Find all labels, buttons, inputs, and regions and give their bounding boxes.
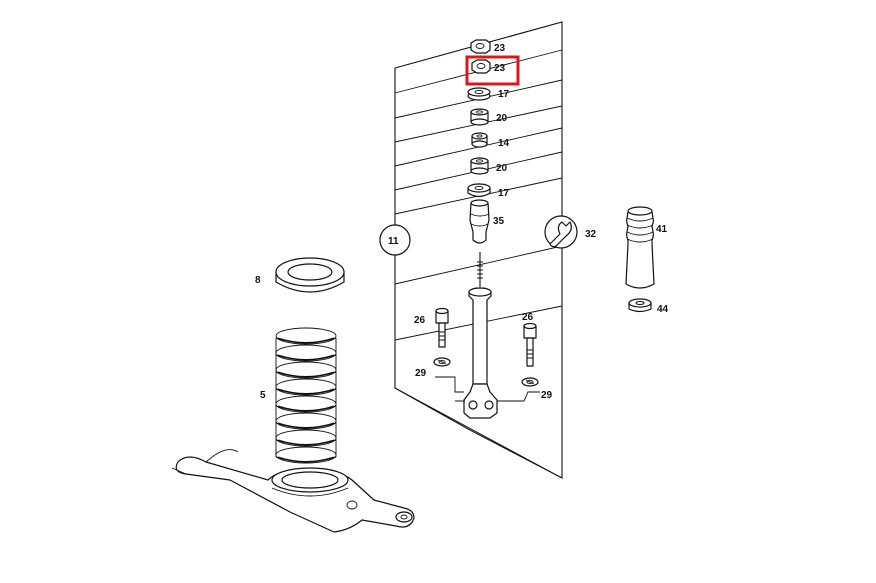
ref-circle[interactable]: 11 xyxy=(379,224,411,256)
callout-label: 14 xyxy=(498,138,510,149)
callout-label: 5 xyxy=(260,390,266,401)
control-arm xyxy=(171,449,415,533)
shock-absorber[interactable] xyxy=(455,252,507,419)
spacer[interactable]: 14 xyxy=(471,132,510,149)
rubber-upper[interactable]: 17 xyxy=(467,87,510,101)
callout-label: 29 xyxy=(541,390,553,401)
wrench-icon xyxy=(549,221,572,248)
callout-label: 32 xyxy=(585,229,597,240)
washer-left[interactable]: 29 xyxy=(415,357,464,393)
callout-label: 17 xyxy=(498,188,510,199)
coil-spring[interactable]: 5 xyxy=(260,327,337,464)
nut-highlighted[interactable]: 23 xyxy=(471,59,506,74)
bushing-lower[interactable]: 20 xyxy=(470,157,508,175)
boot-cap[interactable]: 44 xyxy=(628,298,669,315)
tool-circle[interactable]: 32 xyxy=(544,215,597,249)
boot[interactable]: 41 xyxy=(625,206,668,289)
highlight-box xyxy=(465,55,520,86)
callout-label: 23 xyxy=(494,43,506,54)
callout-label: 23 xyxy=(494,63,506,74)
spring-pad[interactable]: 8 xyxy=(255,257,345,293)
rubber-lower[interactable]: 17 xyxy=(467,183,510,199)
callout-label: 41 xyxy=(656,224,668,235)
callout-label: 17 xyxy=(498,89,510,100)
callout-label: 8 xyxy=(255,275,261,286)
washer-right[interactable]: 29 xyxy=(507,377,553,402)
bolt-left[interactable]: 26 xyxy=(414,307,449,348)
callout-label: 26 xyxy=(414,315,426,326)
bushing-upper[interactable]: 20 xyxy=(470,108,508,126)
bump-stop[interactable]: 35 xyxy=(469,199,505,244)
callout-label: 26 xyxy=(522,312,534,323)
callout-label: 29 xyxy=(415,368,427,379)
callout-label: 20 xyxy=(496,163,508,174)
callout-label: 11 xyxy=(388,236,399,247)
callout-label: 44 xyxy=(657,304,669,315)
nut-top[interactable]: 23 xyxy=(470,39,506,54)
bolt-right[interactable]: 26 xyxy=(522,312,537,367)
callout-label: 20 xyxy=(496,113,508,124)
callout-label: 35 xyxy=(493,216,505,227)
